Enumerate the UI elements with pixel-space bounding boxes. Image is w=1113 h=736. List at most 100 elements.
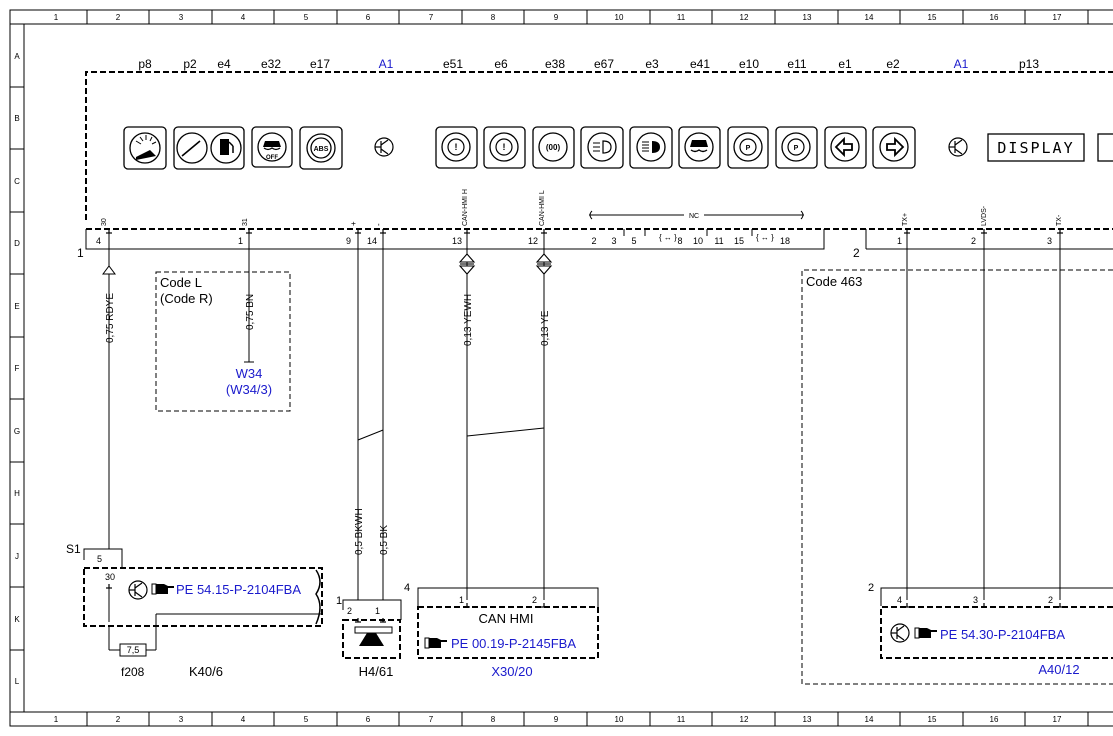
warning-lamp-icon: ! xyxy=(435,126,478,169)
grid-row-K: K xyxy=(14,615,20,624)
turn-right-icon xyxy=(872,126,916,169)
connector-1-label: 1 xyxy=(77,246,84,260)
svg-text:4: 4 xyxy=(96,236,101,246)
wire-labels: 0,75 RDYE 0,75 BN 0,13 YEWH 0,13 YE 0,5 … xyxy=(105,293,551,555)
svg-text:3: 3 xyxy=(1047,236,1052,246)
svg-text:14: 14 xyxy=(367,236,377,246)
svg-text:S1: S1 xyxy=(66,542,81,556)
code-463-label: Code 463 xyxy=(806,274,862,289)
code-e38: e38 xyxy=(545,57,565,71)
nc-pin: 11 xyxy=(714,236,723,246)
svg-text:30: 30 xyxy=(105,572,115,582)
svg-text:ABS: ABS xyxy=(314,146,329,153)
grid-col-bottom-4: 4 xyxy=(241,715,246,724)
wires xyxy=(102,229,1061,600)
component-ident-icon xyxy=(374,137,394,157)
grid-col-7: 7 xyxy=(429,13,434,22)
svg-text:1: 1 xyxy=(459,595,464,605)
svg-text:31: 31 xyxy=(242,218,249,226)
nc-pin: 15 xyxy=(734,236,744,246)
grid-row-D: D xyxy=(14,239,20,248)
svg-text:OFF: OFF xyxy=(266,155,278,161)
svg-text:30: 30 xyxy=(101,218,108,226)
nc-pin: 10 xyxy=(693,236,703,246)
wire-bkwh: 0,5 BKWH xyxy=(354,508,365,555)
grid-col-2: 2 xyxy=(116,13,121,22)
grid-col-bottom-12: 12 xyxy=(740,715,749,724)
turn-left-icon xyxy=(824,126,867,169)
pin-numbers: 4 1 9 14 13 12 1 2 3 xyxy=(96,236,1052,246)
nc-bracket: NC { ↔ } { ↔ } xyxy=(589,210,804,242)
code-e6: e6 xyxy=(494,57,508,71)
grid-col-bottom-16: 16 xyxy=(990,715,999,724)
display-panel: DISPLAY xyxy=(987,133,1113,162)
can-hmi-x30-20: 4 1 2 CAN HMI PE 00.19-P-2145FBA X30/20 xyxy=(404,582,599,679)
code-p13: p13 xyxy=(1019,57,1039,71)
grid-col-bottom-1: 1 xyxy=(54,715,59,724)
svg-text:NC: NC xyxy=(689,213,699,220)
svg-text:9: 9 xyxy=(346,236,351,246)
esp-off-icon: OFF xyxy=(251,126,293,168)
code-e32: e32 xyxy=(261,57,281,71)
svg-text:TX-: TX- xyxy=(1056,214,1063,226)
svg-text:{ ↔ }: { ↔ } xyxy=(659,233,677,242)
svg-text:CAN-HMI L: CAN-HMI L xyxy=(539,190,546,226)
grid-col-15: 15 xyxy=(928,13,937,22)
display-text: DISPLAY xyxy=(997,139,1074,157)
svg-text:12: 12 xyxy=(528,236,538,246)
parking-light-icon: (00) xyxy=(532,126,575,169)
park-brake-icon: P xyxy=(775,126,818,169)
nc-pin: 18 xyxy=(780,236,790,246)
grid-row-L: L xyxy=(15,677,20,686)
svg-text:2: 2 xyxy=(1048,595,1053,605)
fuse-relay-module: S1 5 30 PE 54.15-P-2104FBA 7,5 f208 K40/… xyxy=(66,542,323,679)
code-l-label: Code L xyxy=(160,275,202,290)
svg-text:-: - xyxy=(374,223,383,226)
svg-text:LVDS-: LVDS- xyxy=(981,205,988,226)
connector-2-label: 2 xyxy=(853,246,860,260)
nc-pin: 5 xyxy=(631,236,636,246)
grid-col-4: 4 xyxy=(241,13,246,22)
grid-col-10: 10 xyxy=(615,13,624,22)
code-e11: e11 xyxy=(787,57,806,71)
grid-col-bottom-14: 14 xyxy=(865,715,874,724)
svg-text:CAN-HMI H: CAN-HMI H xyxy=(462,189,469,226)
grid-col-11: 11 xyxy=(677,13,686,22)
code-e10: e10 xyxy=(739,57,759,71)
grid-col-8: 8 xyxy=(491,13,496,22)
svg-text:1: 1 xyxy=(375,606,380,616)
svg-text:A40/12: A40/12 xyxy=(1038,662,1079,677)
tachometer-icon xyxy=(123,126,167,170)
fog-light-icon xyxy=(580,126,624,169)
code-e67: e67 xyxy=(594,57,614,71)
svg-text:1: 1 xyxy=(238,236,243,246)
svg-text:!: ! xyxy=(503,142,506,152)
display-module-a40-12: 2 4 3 2 PE 54.30-P-2104FBA A40/12 xyxy=(868,582,1113,677)
grid-col-bottom-17: 17 xyxy=(1053,715,1062,724)
wire-yewh: 0,13 YEWH xyxy=(463,294,474,346)
svg-text:PE 54.30-P-2104FBA: PE 54.30-P-2104FBA xyxy=(940,627,1065,642)
code-p8: p8 xyxy=(138,57,152,71)
w34-label: W34 xyxy=(236,366,263,381)
svg-text:P: P xyxy=(746,145,751,152)
svg-text:TX+: TX+ xyxy=(902,213,909,226)
svg-text:CAN HMI: CAN HMI xyxy=(479,611,534,626)
grid-row-B: B xyxy=(14,114,19,123)
code-e41: e41 xyxy=(690,57,710,71)
w343-label: (W34/3) xyxy=(226,382,272,397)
code-a1: A1 xyxy=(954,57,969,71)
terminal-labels: 30 31 + - CAN-HMI H CAN-HMI L TX+ LVDS- … xyxy=(101,189,1063,226)
grid-col-17: 17 xyxy=(1053,13,1062,22)
grid-col-bottom-6: 6 xyxy=(366,715,371,724)
high-beam-icon xyxy=(629,126,673,169)
nc-pin: 3 xyxy=(611,236,616,246)
svg-text:{ ↔ }: { ↔ } xyxy=(756,233,774,242)
grid-row-J: J xyxy=(15,552,19,561)
code-e2: e2 xyxy=(886,57,900,71)
svg-text:7,5: 7,5 xyxy=(127,645,140,655)
wire-rdye: 0,75 RDYE xyxy=(105,293,116,343)
